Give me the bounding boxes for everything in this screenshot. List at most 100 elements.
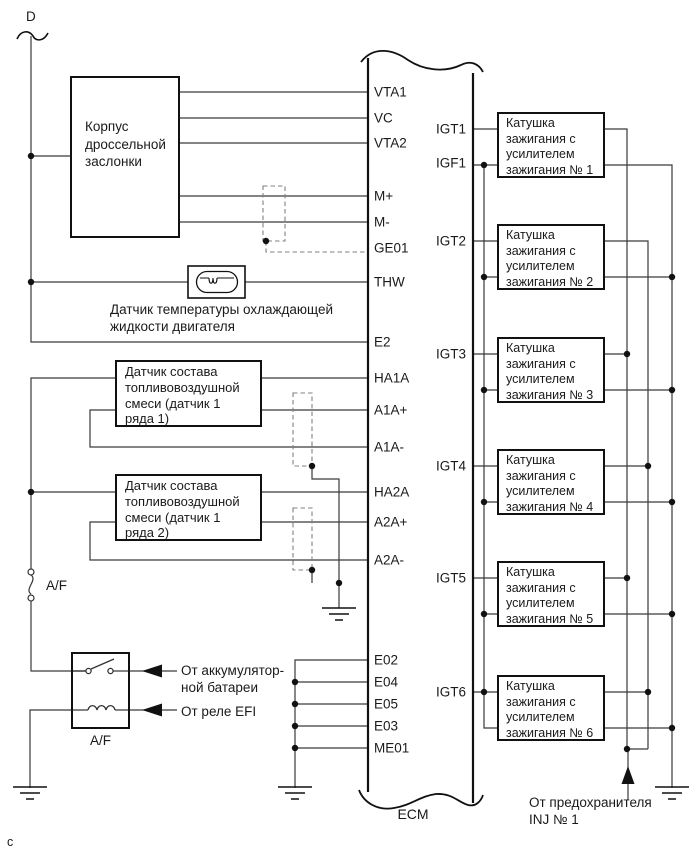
wire-ground-pins <box>294 659 368 788</box>
throttle-body-box: Корпус дроссельной заслонки <box>70 76 180 238</box>
relay-switch-icon <box>71 658 115 675</box>
throttle-body-label: дроссельной <box>85 136 166 152</box>
arrow-left-icon <box>142 703 162 717</box>
ecm-pin-e04: E04 <box>374 674 399 690</box>
ecm-pin-igt6: IGT6 <box>435 684 466 700</box>
afr-sensor-1-label: смеси (датчик 1 <box>125 395 221 411</box>
af-relay-box <box>71 652 130 729</box>
wire-igf-bus <box>473 164 497 729</box>
ignition-coil-4-label: Катушка <box>506 453 555 467</box>
wire-left-bus-e2 <box>30 36 368 343</box>
wire-a2a-minus <box>89 521 368 561</box>
afr-sensor-2-label: топливовоздушной <box>125 493 240 509</box>
wire-coil-ground-bus <box>605 164 673 788</box>
ecm-pin-vta2: VTA2 <box>374 135 407 151</box>
wire-break-icon <box>16 31 49 41</box>
ecm-pin-igf1: IGF1 <box>435 155 466 171</box>
ignition-coil-4-label: зажигания № 4 <box>506 499 594 514</box>
ecm-bottom-wave <box>358 789 484 810</box>
ecm-pin-e05: E05 <box>374 696 399 712</box>
wire-afr2-signals <box>262 491 368 523</box>
ignition-coil-1-box: Катушка зажигания с усилителем зажигания… <box>497 112 605 178</box>
ignition-coil-2-label: усилителем <box>506 259 575 273</box>
junction-dots <box>27 152 676 753</box>
ignition-coil-6-label: зажигания с <box>506 694 576 709</box>
wire-shield-drain <box>311 466 340 608</box>
ecm-pin-a1a-plus: A1A+ <box>374 402 408 418</box>
from-inj-fuse-line: INJ № 1 <box>529 812 579 827</box>
ignition-coil-2-box: Катушка зажигания с усилителем зажигания… <box>497 224 605 290</box>
page-label-c: c <box>7 835 14 849</box>
ground-icon <box>278 786 312 800</box>
coolant-sensor-label-line: жидкости двигателя <box>110 318 235 334</box>
ecm-pin-vta1: VTA1 <box>374 84 407 100</box>
wire-a1a-minus <box>89 409 368 448</box>
ignition-coil-2-label: зажигания с <box>506 243 576 258</box>
ignition-coil-1-label: зажигания с <box>506 131 576 146</box>
afr-sensor-1-label: Датчик состава <box>125 364 218 379</box>
shield-afr2 <box>292 507 313 571</box>
ecm-top-wave <box>360 49 484 73</box>
ecm-pin-igt1: IGT1 <box>435 121 466 137</box>
ground-symbols <box>13 607 689 800</box>
wire-igt <box>473 128 497 693</box>
from-battery-line: От аккумулятор- <box>181 663 285 678</box>
shield-afr1 <box>292 392 313 467</box>
coolant-sensor-label: Датчик температуры охлаждающей жидкости … <box>110 302 333 335</box>
shield-ge01 <box>262 185 286 242</box>
from-inj-fuse-line: От предохранителя <box>529 795 652 810</box>
ignition-coil-3-label: зажигания № 3 <box>506 387 594 402</box>
ignition-coil-1-label: Катушка <box>506 116 555 130</box>
ground-icon <box>322 607 356 621</box>
from-inj-fuse-label: От предохранителя INJ № 1 <box>529 794 652 828</box>
wire-coil-bus-a <box>605 128 648 750</box>
ignition-coil-2-label: Катушка <box>506 228 555 242</box>
afr-sensor-2-label: ряда 2) <box>125 525 170 541</box>
wire-throttle-outputs <box>180 91 368 223</box>
ecm-pin-thw: THW <box>374 274 405 290</box>
ignition-coil-6-box: Катушка зажигания с усилителем зажигания… <box>497 675 605 741</box>
coolant-sensor-icon <box>187 265 246 299</box>
wire-afr1-signals <box>262 377 368 411</box>
af-relay-label: A/F <box>89 733 111 748</box>
ground-icon <box>13 786 47 800</box>
afr-sensor-2-label: Датчик состава <box>125 478 218 493</box>
ignition-coil-1-label: зажигания № 1 <box>506 162 594 177</box>
wire-afr-bus <box>30 377 115 672</box>
ignition-coil-5-label: зажигания № 5 <box>506 611 594 626</box>
ecm-pin-a2a-minus: A2A- <box>374 552 405 568</box>
connector-label-d: D <box>26 9 36 24</box>
ignition-coil-6-label: усилителем <box>506 710 575 724</box>
ecm-pin-e02: E02 <box>374 652 399 668</box>
ecm-pin-ha1a: HA1A <box>374 370 410 386</box>
from-battery-line: ной батареи <box>181 680 258 695</box>
ignition-coil-5-label: зажигания с <box>506 580 576 595</box>
ignition-coil-5-label: Катушка <box>506 565 555 579</box>
afr-sensor-1-box: Датчик состава топливовоздушной смеси (д… <box>115 360 262 427</box>
ecm-pin-igt4: IGT4 <box>435 458 466 474</box>
coolant-sensor-label-line: Датчик температуры охлаждающей <box>110 302 334 317</box>
ecm-pin-igt5: IGT5 <box>435 570 466 586</box>
afr-sensor-1-label: ряда 1) <box>125 411 170 427</box>
ecm-pin-a2a-plus: A2A+ <box>374 514 408 530</box>
ground-icon <box>655 786 689 800</box>
ignition-coil-3-label: зажигания с <box>506 356 576 371</box>
ignition-coil-6-label: зажигания № 6 <box>506 725 594 740</box>
ecm-pin-a1a-minus: A1A- <box>374 439 405 455</box>
wire-coil-bus-b <box>605 240 649 749</box>
ignition-coil-4-label: усилителем <box>506 484 575 498</box>
ecm-label: ECM <box>397 806 429 822</box>
afr-sensor-2-label: смеси (датчик 1 <box>125 509 221 525</box>
arrowheads <box>142 664 635 784</box>
ecm-pin-ha2a: HA2A <box>374 484 410 500</box>
ecm-pin-vc: VC <box>374 110 393 126</box>
arrow-up-icon <box>621 766 635 784</box>
af-fuse-label: A/F <box>46 578 68 593</box>
ignition-coil-6-label: Катушка <box>506 679 555 693</box>
from-efi-relay-label: От реле EFI <box>181 704 257 719</box>
ignition-coil-3-label: усилителем <box>506 372 575 386</box>
ignition-coil-5-label: усилителем <box>506 596 575 610</box>
from-battery-label: От аккумулятор- ной батареи <box>181 662 284 696</box>
ecm-pin-e03: E03 <box>374 718 399 734</box>
